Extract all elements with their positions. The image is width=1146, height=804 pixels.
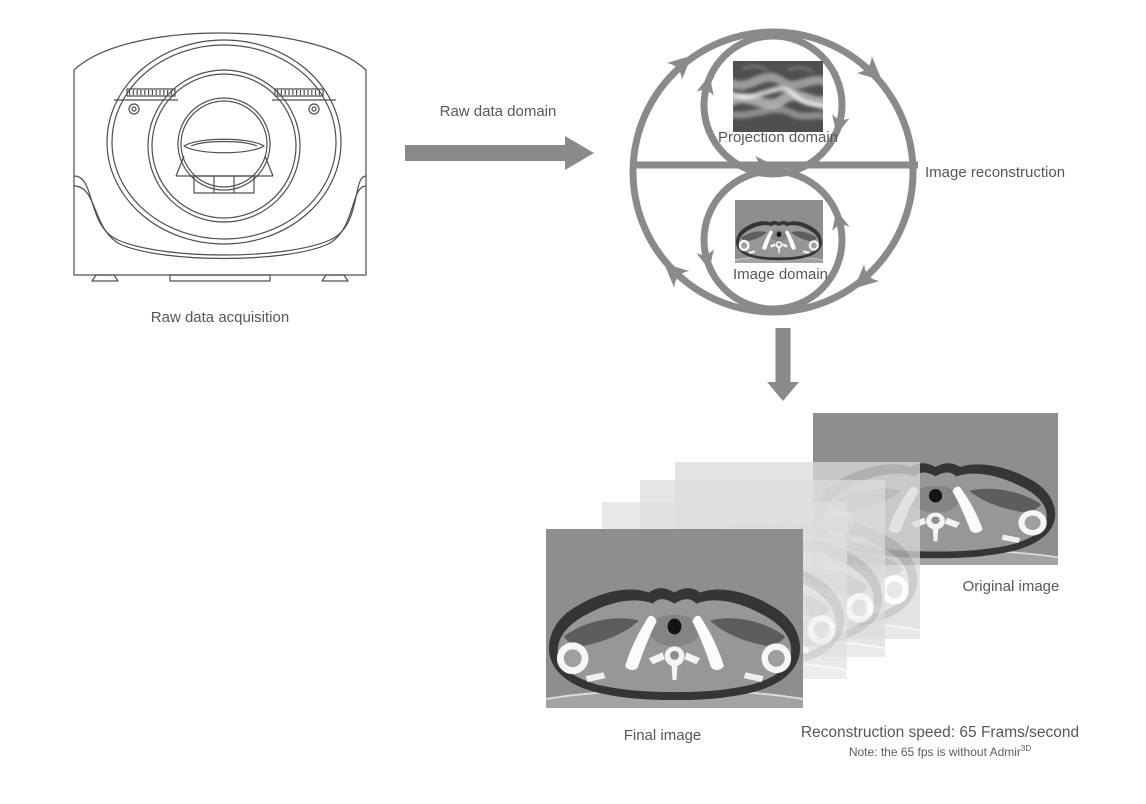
raw-data-acquisition-label: Raw data acquisition (150, 309, 290, 326)
down-arrow-icon (767, 328, 799, 401)
speed-note-text: Note: the 65 fps is without Admir3D (848, 744, 1032, 759)
ct-scanner-illustration (73, 32, 367, 282)
projection-domain-label: Projection domain (717, 129, 839, 146)
sinogram-image (728, 61, 828, 132)
final-image-label: Final image (623, 727, 702, 744)
final-ct-image (546, 529, 803, 708)
right-arrow-icon (405, 136, 594, 170)
raw-data-domain-label: Raw data domain (439, 103, 557, 120)
loop-arrowheads (664, 55, 882, 289)
image-domain-label: Image domain (732, 266, 829, 283)
reconstruction-loop-diagram (629, 28, 918, 316)
image-stack (540, 405, 1085, 735)
ct-slice-thumbnail (735, 200, 823, 263)
reconstruction-speed-block: Reconstruction speed: 65 Frams/second No… (795, 724, 1085, 759)
reconstruction-speed-text: Reconstruction speed: 65 Frams/second (800, 724, 1080, 741)
image-reconstruction-label: Image reconstruction (925, 164, 1066, 181)
original-image-label: Original image (962, 578, 1060, 595)
admir-superscript: 3D (1020, 744, 1032, 753)
image-domain-circle (700, 167, 846, 313)
